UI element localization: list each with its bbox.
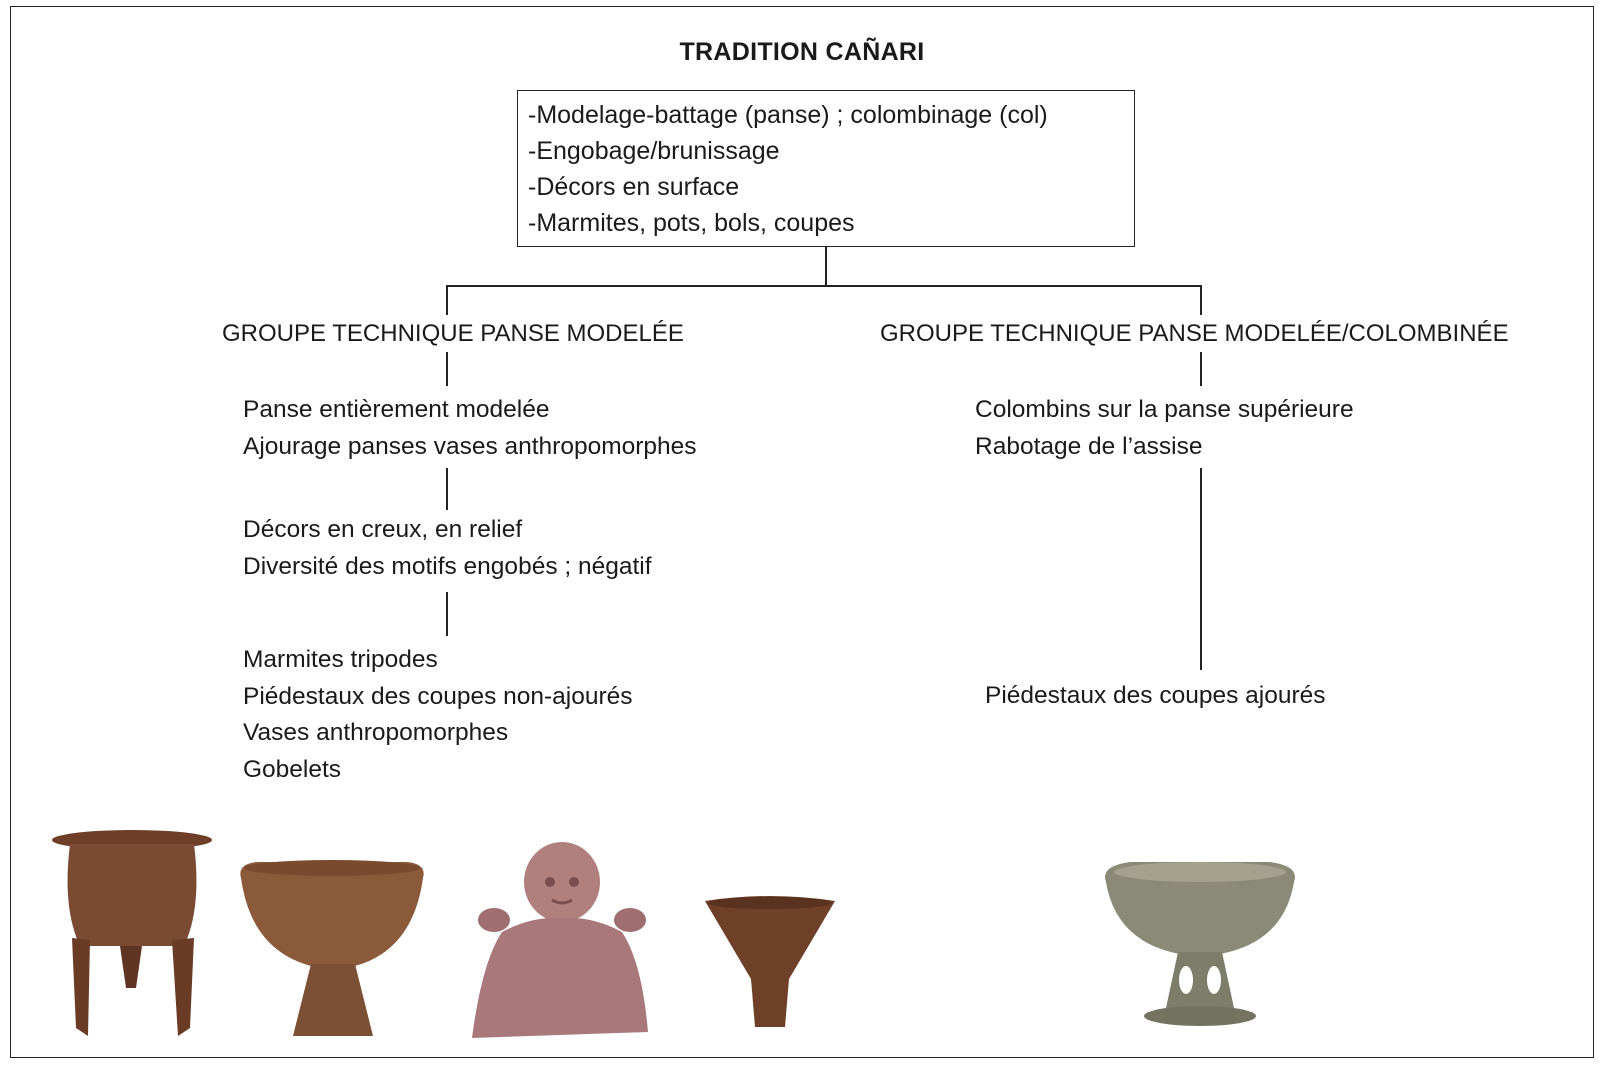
diagram-title: TRADITION CAÑARI [679,38,925,66]
left-block-1-line: Ajourage panses vases anthropomorphes [243,432,697,460]
left-branch-line [446,285,448,315]
right-block-1-line: Colombins sur la panse supérieure [975,396,1354,423]
root-line: -Engobage/brunissage [528,137,780,165]
root-line: -Décors en surface [528,173,740,201]
anthropomorphic-vase-icon [472,842,648,1038]
left-block-1: Panse entièrement modelée Ajourage panse… [243,392,697,465]
branch-horizontal-line [446,285,1202,287]
right-connector-line [1200,352,1202,386]
left-connector-line [446,352,448,386]
left-block-2-line: Diversité des motifs engobés ; négatif [243,552,652,580]
right-block-2-line: Piédestaux des coupes ajourés [985,682,1326,709]
root-line: -Modelage-battage (panse) ; colombinage … [528,101,1048,129]
pedestal-bowl-icon [240,860,424,1036]
left-block-2: Décors en creux, en relief Diversité des… [243,512,652,585]
beaker-icon [705,896,835,1027]
right-block-1: Colombins sur la panse supérieure Rabota… [975,392,1354,465]
left-block-3-line: Piédestaux des coupes non-ajourés [243,682,633,710]
left-block-1-line: Panse entièrement modelée [243,396,550,423]
right-branch-line [1200,285,1202,315]
right-group-heading: GROUPE TECHNIQUE PANSE MODELÉE/COLOMBINÉ… [880,320,1509,347]
left-block-2-line: Décors en creux, en relief [243,516,523,543]
left-block-3-line: Vases anthropomorphes [243,719,509,746]
right-block-1-line: Rabotage de l’assise [975,432,1203,460]
left-group-heading: GROUPE TECHNIQUE PANSE MODELÉE [222,320,684,347]
left-block-3-line: Marmites tripodes [243,646,438,673]
openwork-pedestal-cup-icon [1105,862,1295,1026]
left-block-3-line: Gobelets [243,755,342,783]
right-connector-line [1200,468,1202,670]
figure-frame [10,6,1594,1058]
left-connector-line [446,592,448,636]
right-block-2: Piédestaux des coupes ajourés [985,678,1326,715]
root-node-box: -Modelage-battage (panse) ; colombinage … [517,90,1135,247]
left-connector-line [446,468,448,510]
left-block-3: Marmites tripodes Piédestaux des coupes … [243,642,633,788]
root-stem-line [825,247,827,287]
tripod-pot-icon [52,830,212,1036]
root-line: -Marmites, pots, bols, coupes [528,209,855,237]
